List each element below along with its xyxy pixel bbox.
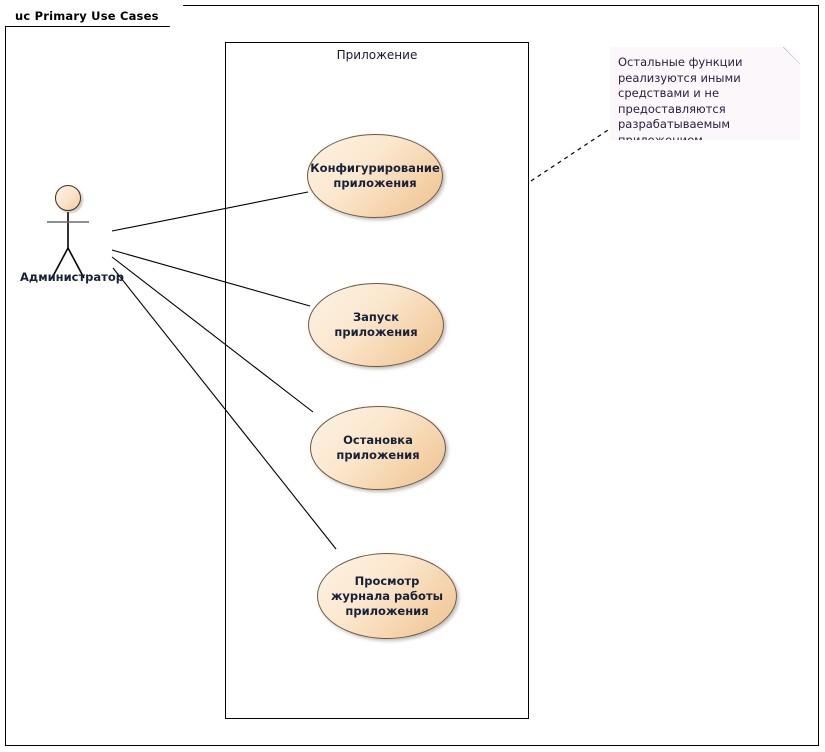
use-case-label: Конфигурирование приложения — [310, 161, 440, 190]
use-case-label: Остановка приложения — [336, 433, 420, 462]
use-case-configure[interactable]: Конфигурирование приложения — [307, 134, 443, 218]
actor-head-icon — [55, 185, 81, 211]
note-box[interactable]: Остальные функции реализуются иными сред… — [610, 47, 800, 140]
use-case-start[interactable]: Запуск приложения — [308, 283, 444, 367]
diagram-frame-title: uc Primary Use Cases — [5, 5, 184, 27]
use-case-view-log[interactable]: Просмотр журнала работы приложения — [317, 553, 457, 639]
system-boundary-label: Приложение — [336, 48, 418, 62]
use-case-label: Запуск приложения — [334, 310, 418, 339]
actor-label: Администратор — [20, 270, 124, 284]
note-text: Остальные функции реализуются иными сред… — [618, 55, 743, 147]
use-case-stop[interactable]: Остановка приложения — [310, 406, 446, 490]
use-case-label: Просмотр журнала работы приложения — [330, 573, 444, 618]
